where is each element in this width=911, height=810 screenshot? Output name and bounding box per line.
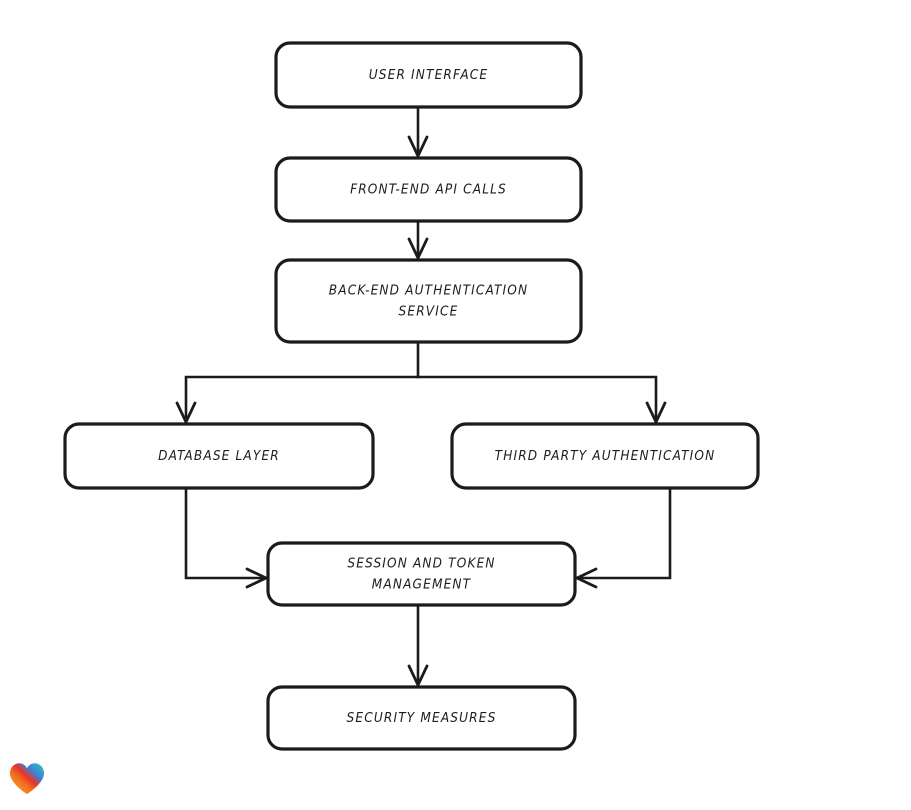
- arrowhead-icon: [645, 401, 667, 424]
- node-label: SECURITY MEASURES: [347, 710, 497, 726]
- node-front-end-api-calls[interactable]: FRONT-END API CALLS: [274, 156, 583, 223]
- arrowhead-icon: [245, 567, 268, 589]
- node-label: THIRD PARTY AUTHENTICATION: [495, 448, 716, 464]
- edge-ui-to-api: [407, 105, 429, 158]
- arrowhead-icon: [175, 401, 197, 424]
- node-third-party-authentication[interactable]: THIRD PARTY AUTHENTICATION: [450, 422, 760, 490]
- edge-backend-to-database: [175, 340, 420, 424]
- node-database-layer[interactable]: DATABASE LAYER: [63, 422, 375, 490]
- edge-database-to-session: [184, 486, 268, 589]
- arrowhead-icon: [407, 135, 429, 158]
- arrowhead-icon: [407, 237, 429, 260]
- edge-session-to-security: [407, 603, 429, 687]
- node-box[interactable]: [274, 41, 583, 109]
- node-box[interactable]: [274, 258, 583, 344]
- node-user-interface[interactable]: USER INTERFACE: [274, 41, 583, 109]
- heart-shape: [9, 763, 45, 795]
- node-box[interactable]: [266, 685, 577, 751]
- edge-line: [184, 486, 267, 580]
- edge-layer: [175, 105, 672, 687]
- heart-icon: [9, 763, 45, 795]
- node-security-measures[interactable]: SECURITY MEASURES: [266, 685, 577, 751]
- edge-line: [184, 340, 420, 423]
- node-label: DATABASE LAYER: [158, 448, 280, 464]
- arrowhead-icon: [575, 567, 598, 589]
- edge-third-party-to-session: [575, 486, 672, 589]
- edge-backend-to-third-party: [416, 375, 667, 424]
- node-box[interactable]: [450, 422, 760, 490]
- edge-line: [416, 375, 658, 423]
- node-label: FRONT-END API CALLS: [350, 182, 507, 198]
- arrowhead-icon: [407, 664, 429, 687]
- edge-api-to-backend: [407, 219, 429, 260]
- node-box[interactable]: [266, 541, 577, 607]
- node-label: USER INTERFACE: [369, 67, 489, 83]
- node-box[interactable]: [274, 156, 583, 223]
- node-box[interactable]: [63, 422, 375, 490]
- node-layer: USER INTERFACE FRONT-END API CALLS BACK-…: [63, 41, 760, 751]
- edge-line: [576, 486, 672, 580]
